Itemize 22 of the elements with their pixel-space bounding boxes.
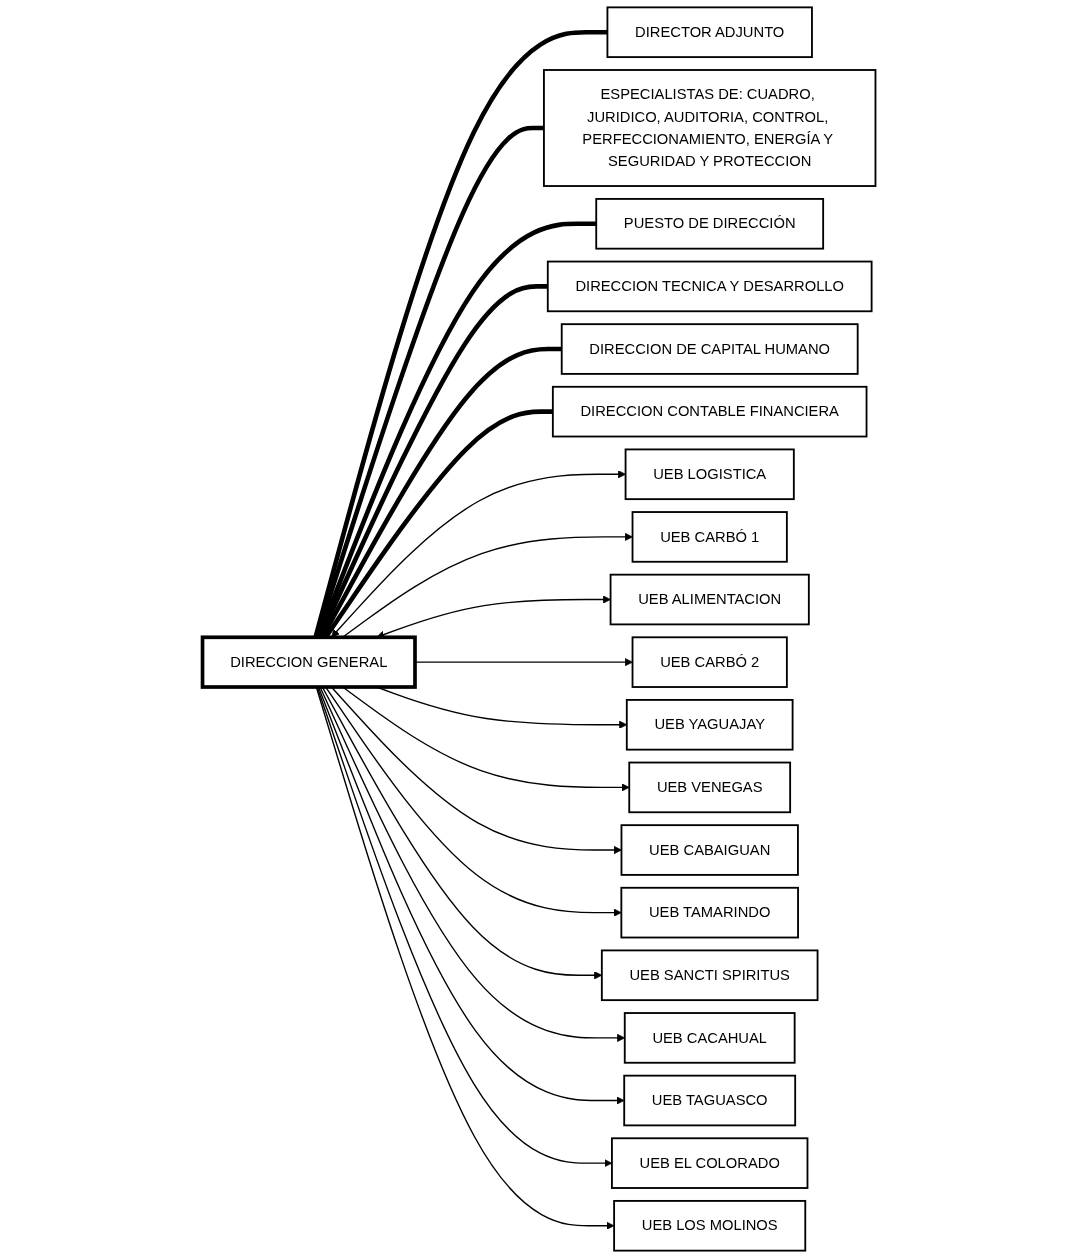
connector bbox=[313, 29, 608, 638]
node-box: DIRECCION GENERAL bbox=[200, 635, 417, 689]
node-box: UEB VENEGAS bbox=[628, 761, 792, 814]
node-box: UEB CABAIGUAN bbox=[620, 824, 799, 876]
node-box: UEB LOGISTICA bbox=[624, 448, 795, 501]
node-box: UEB CARBÓ 2 bbox=[631, 636, 788, 688]
arrow bbox=[331, 470, 626, 638]
node-box: UEB TAMARINDO bbox=[620, 886, 799, 939]
node-box: UEB TAGUASCO bbox=[623, 1074, 797, 1127]
node-box: UEB CARBÓ 1 bbox=[631, 511, 788, 563]
node-box: UEB YAGUAJAY bbox=[625, 699, 794, 751]
node-box: DIRECTOR ADJUNTO bbox=[606, 6, 813, 58]
node-box: DIRECCION TECNICA Y DESARROLLO bbox=[546, 260, 873, 313]
node-box: UEB EL COLORADO bbox=[611, 1137, 809, 1189]
node-box: UEB LOS MOLINOS bbox=[613, 1200, 807, 1252]
node-box: ESPECIALISTAS DE: CUADRO, JURIDICO, AUDITORIA, CONTROL, PERFECCIONAMIENTO, ENERGÍA Y SEGURIDAD Y PROTECCION bbox=[543, 69, 877, 187]
node-box: DIRECCION CONTABLE FINANCIERA bbox=[551, 385, 868, 438]
node-box: UEB ALIMENTACION bbox=[609, 573, 810, 626]
node-box: PUESTO DE DIRECCIÓN bbox=[595, 198, 825, 250]
node-box: DIRECCION DE CAPITAL HUMANO bbox=[560, 323, 859, 375]
node-box: UEB CACAHUAL bbox=[623, 1012, 796, 1064]
node-box: UEB SANCTI SPIRITUS bbox=[600, 949, 819, 1002]
